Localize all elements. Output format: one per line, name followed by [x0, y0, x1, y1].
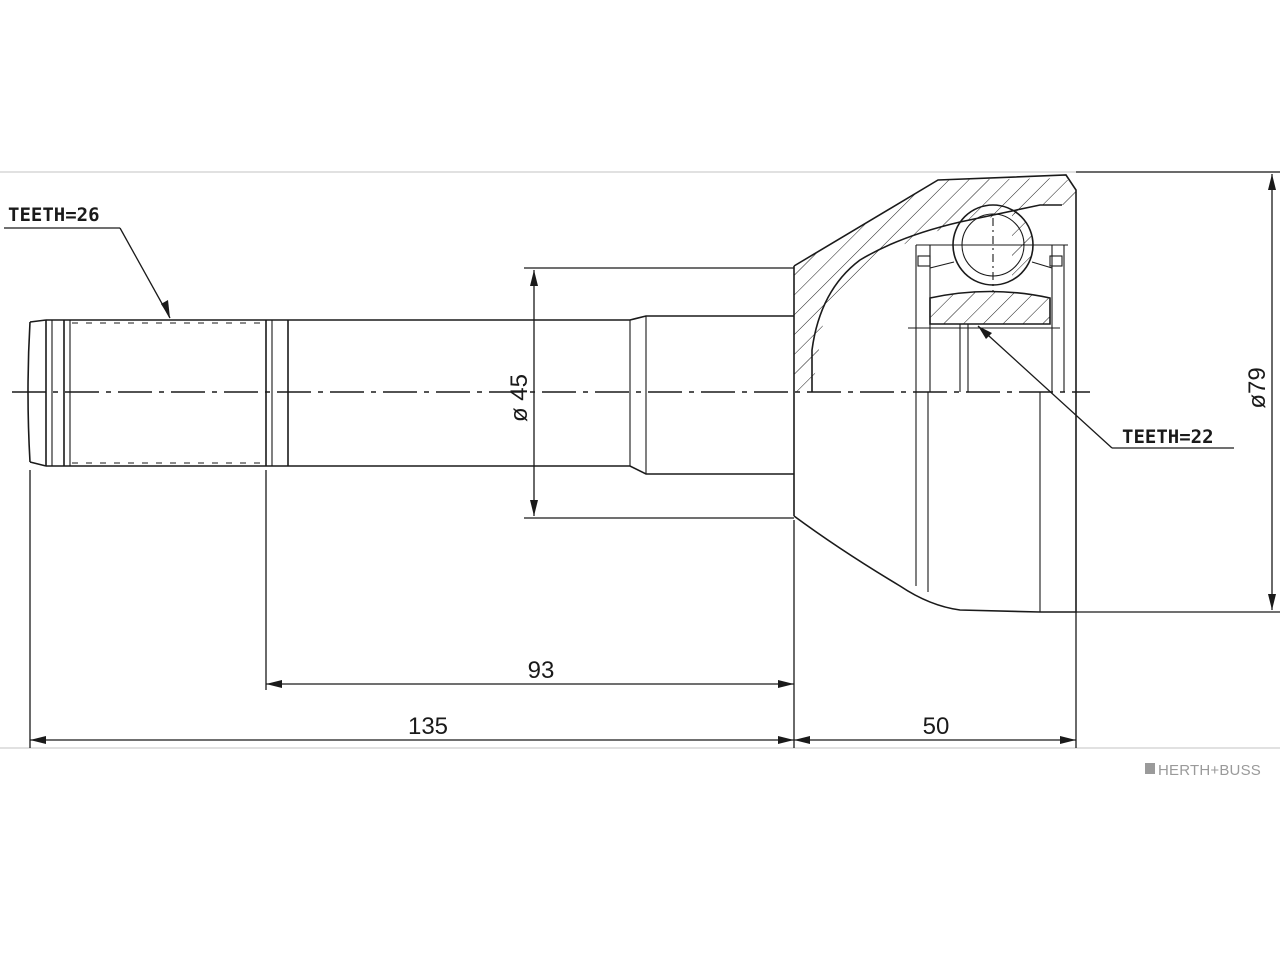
brand-logo: HERTH+BUSS [1145, 762, 1261, 779]
shaft [288, 315, 794, 475]
dim-label-135: 135 [408, 713, 448, 740]
dim-length-93: 93 [266, 657, 794, 688]
extension-lines [29, 171, 1280, 748]
dim-label-outer-diameter: ø79 [1244, 367, 1271, 408]
dim-length-135: 135 [30, 713, 794, 744]
dim-shaft-diameter: ø 45 [506, 270, 538, 516]
dim-length-50: 50 [794, 713, 1076, 744]
dim-label-93: 93 [528, 657, 555, 684]
dim-label-50: 50 [923, 713, 950, 740]
dim-label-shaft-diameter: ø 45 [506, 374, 533, 422]
label-teeth-22: TEETH=22 [1122, 426, 1214, 448]
label-teeth-26: TEETH=26 [8, 204, 100, 226]
dim-outer-diameter: ø79 [1244, 174, 1276, 610]
joint-housing [793, 174, 1077, 613]
spline-end [27, 319, 289, 467]
brand-name: HERTH+BUSS [1158, 762, 1261, 779]
leader-teeth-22: TEETH=22 [977, 325, 1234, 449]
leader-teeth-26: TEETH=26 [4, 204, 171, 319]
